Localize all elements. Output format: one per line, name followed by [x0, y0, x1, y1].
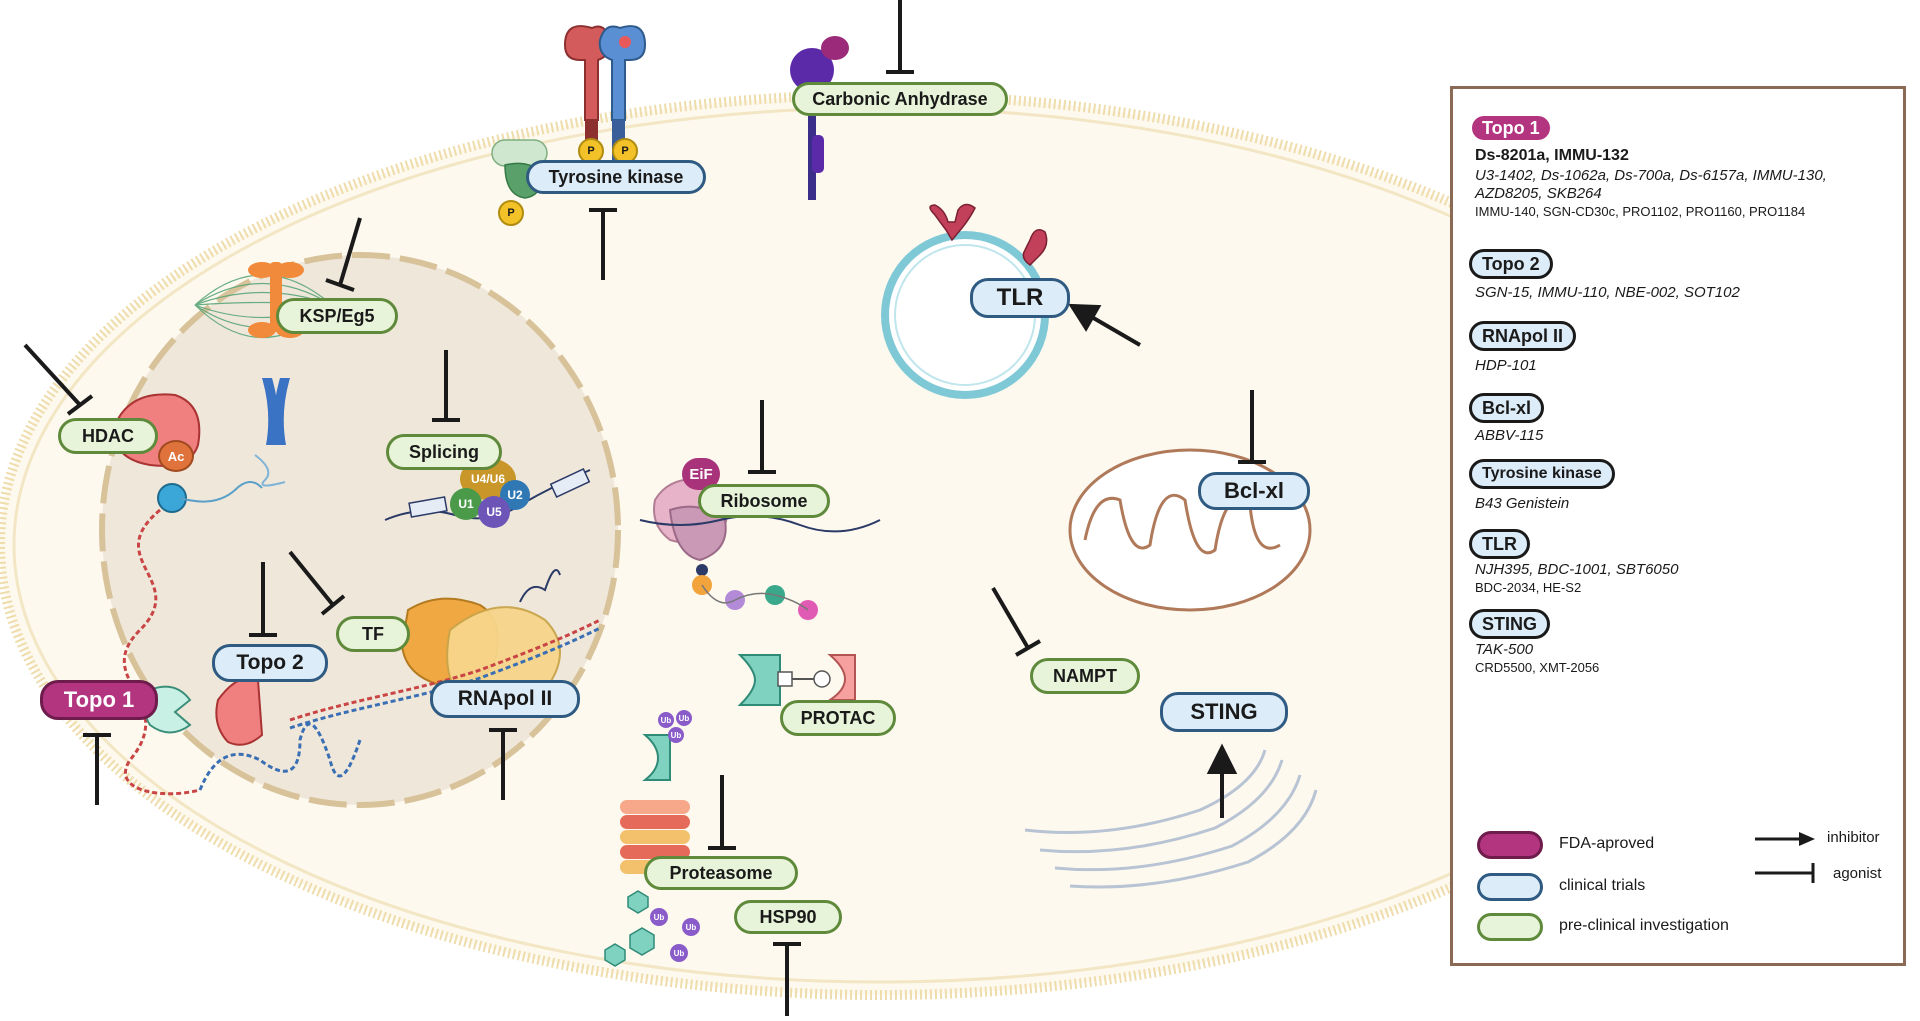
protac-linker-block: [777, 671, 793, 687]
legend-tlr-preclinical-drugs: BDC-2034, HE-S2: [1475, 580, 1582, 595]
dna-double-helix-2: [289, 626, 601, 730]
peptide-fragment-3: [604, 943, 626, 967]
peptide-fragment-2: [629, 927, 655, 956]
legend-tlr-clinical-drugs: NJH395, BDC-1001, SBT6050: [1475, 561, 1679, 578]
ubiquitin-badge-5: Ub: [682, 918, 700, 936]
protac-ligand: [813, 670, 831, 688]
carbonic-anhydrase-protein: [790, 36, 849, 200]
phospho-badge-3: P: [498, 200, 524, 226]
ub-ligase-shape: [642, 734, 671, 781]
chromatin-loop-2: [198, 722, 362, 791]
ubiquitin-badge-4: Ub: [650, 908, 668, 926]
ubiquitin-badge-1: Ub: [658, 712, 674, 728]
target-tyrosine-kinase: Tyrosine kinase: [526, 160, 706, 194]
key-fda-swatch: [1477, 831, 1543, 859]
target-tf: TF: [336, 616, 410, 652]
chromosome: [262, 378, 290, 445]
legend-sting-preclinical-drugs: CRD5500, XMT-2056: [1475, 660, 1600, 675]
dna-strand-small: [254, 454, 286, 487]
chromatin-loop: [122, 508, 201, 796]
legend-topo2-clinical-drugs: SGN-15, IMMU-110, NBE-002, SOT102: [1475, 284, 1740, 301]
chromatin-fiber: [179, 481, 263, 503]
ubiquitin-badge-6: Ub: [670, 944, 688, 962]
rna-strand: [519, 569, 561, 603]
acetyl-badge: Ac: [158, 440, 194, 472]
inhibit-ksp: [338, 217, 362, 286]
key-agonist-tee: [1755, 863, 1815, 883]
target-topo1: Topo 1: [40, 680, 158, 720]
key-inhibitor-arrow: [1755, 832, 1815, 846]
inhibit-nampt: [991, 586, 1030, 650]
legend-bclxl-tag: Bcl-xl: [1469, 393, 1545, 423]
key-inhibitor-label: inhibitor: [1827, 829, 1880, 846]
protac-warhead: [737, 654, 781, 706]
legend-rnapol-tag: RNApol II: [1469, 321, 1576, 351]
legend-panel: Topo 1 Ds-8201a, IMMU-132 U3-1402, Ds-10…: [1450, 86, 1906, 966]
key-clinical-swatch: [1477, 873, 1543, 901]
key-clinical-label: clinical trials: [1559, 877, 1646, 894]
u1-subunit: U1: [450, 488, 482, 520]
peptide-bead-1: [696, 564, 708, 576]
target-proteasome: Proteasome: [644, 856, 798, 890]
legend-tyrosine-kinase-tag: Tyrosine kinase: [1469, 459, 1615, 489]
peptide-fragment-1: [627, 890, 649, 914]
inhibit-hdac: [23, 343, 82, 407]
activate-tlr: [1088, 314, 1142, 347]
key-preclinical-swatch: [1477, 913, 1543, 941]
legend-tlr-tag: TLR: [1469, 529, 1530, 559]
legend-bclxl-clinical-drugs: ABBV-115: [1475, 427, 1544, 444]
ubiquitin-badge-3: Ub: [676, 710, 692, 726]
target-hdac: HDAC: [58, 418, 158, 454]
legend-rnapol-clinical-drugs: HDP-101: [1475, 357, 1537, 374]
inhibit-tf: [288, 550, 335, 607]
legend-topo1-tag: Topo 1: [1469, 113, 1553, 143]
target-splicing: Splicing: [386, 434, 502, 470]
legend-topo1-fda-drugs: Ds-8201a, IMMU-132: [1475, 147, 1629, 164]
peptide-chain: [701, 584, 809, 611]
target-ribosome: Ribosome: [698, 484, 830, 518]
nucleosome: [157, 483, 187, 513]
phospho-badge-2: P: [612, 138, 638, 164]
legend-sting-clinical-drugs: TAK-500: [1475, 641, 1534, 658]
legend-topo1-preclinical-drugs: IMMU-140, SGN-CD30c, PRO1102, PRO1160, P…: [1475, 204, 1806, 219]
target-bclxl: Bcl-xl: [1198, 472, 1310, 510]
key-fda-label: FDA-aproved: [1559, 835, 1655, 852]
inhibition-markers: [23, 0, 1266, 1016]
legend-topo1-clinical-drugs-2: AZD8205, SKB264: [1475, 185, 1602, 202]
dna-double-helix: [289, 618, 601, 722]
target-carbonic-anhydrase: Carbonic Anhydrase: [792, 82, 1008, 116]
target-nampt: NAMPT: [1030, 658, 1140, 694]
u5-subunit: U5: [478, 496, 510, 528]
legend-topo1-clinical-drugs-1: U3-1402, Ds-1062a, Ds-700a, Ds-6157a, IM…: [1475, 167, 1827, 184]
key-preclinical-label: pre-clinical investigation: [1559, 917, 1729, 934]
exon-block-1: [408, 496, 448, 518]
target-protac: PROTAC: [780, 700, 896, 736]
endoplasmic-reticulum: [1024, 749, 1318, 889]
target-topo2: Topo 2: [212, 644, 328, 682]
legend-topo2-tag: Topo 2: [1469, 249, 1553, 279]
activation-markers: [1068, 303, 1238, 818]
legend-tyrosine-kinase-clinical-drugs: B43 Genistein: [1475, 495, 1570, 512]
tlr-receptor: [929, 203, 1048, 266]
target-ksp: KSP/Eg5: [276, 298, 398, 334]
target-sting: STING: [1160, 692, 1288, 732]
exon-block-2: [549, 468, 591, 498]
legend-sting-tag: STING: [1469, 609, 1551, 639]
target-hsp90: HSP90: [734, 900, 842, 934]
protac-e3-ligase: [826, 654, 856, 701]
target-rnapol: RNApol II: [430, 680, 580, 718]
target-tlr: TLR: [970, 278, 1070, 318]
ubiquitin-badge-2: Ub: [668, 727, 684, 743]
key-agonist-label: agonist: [1833, 865, 1882, 882]
